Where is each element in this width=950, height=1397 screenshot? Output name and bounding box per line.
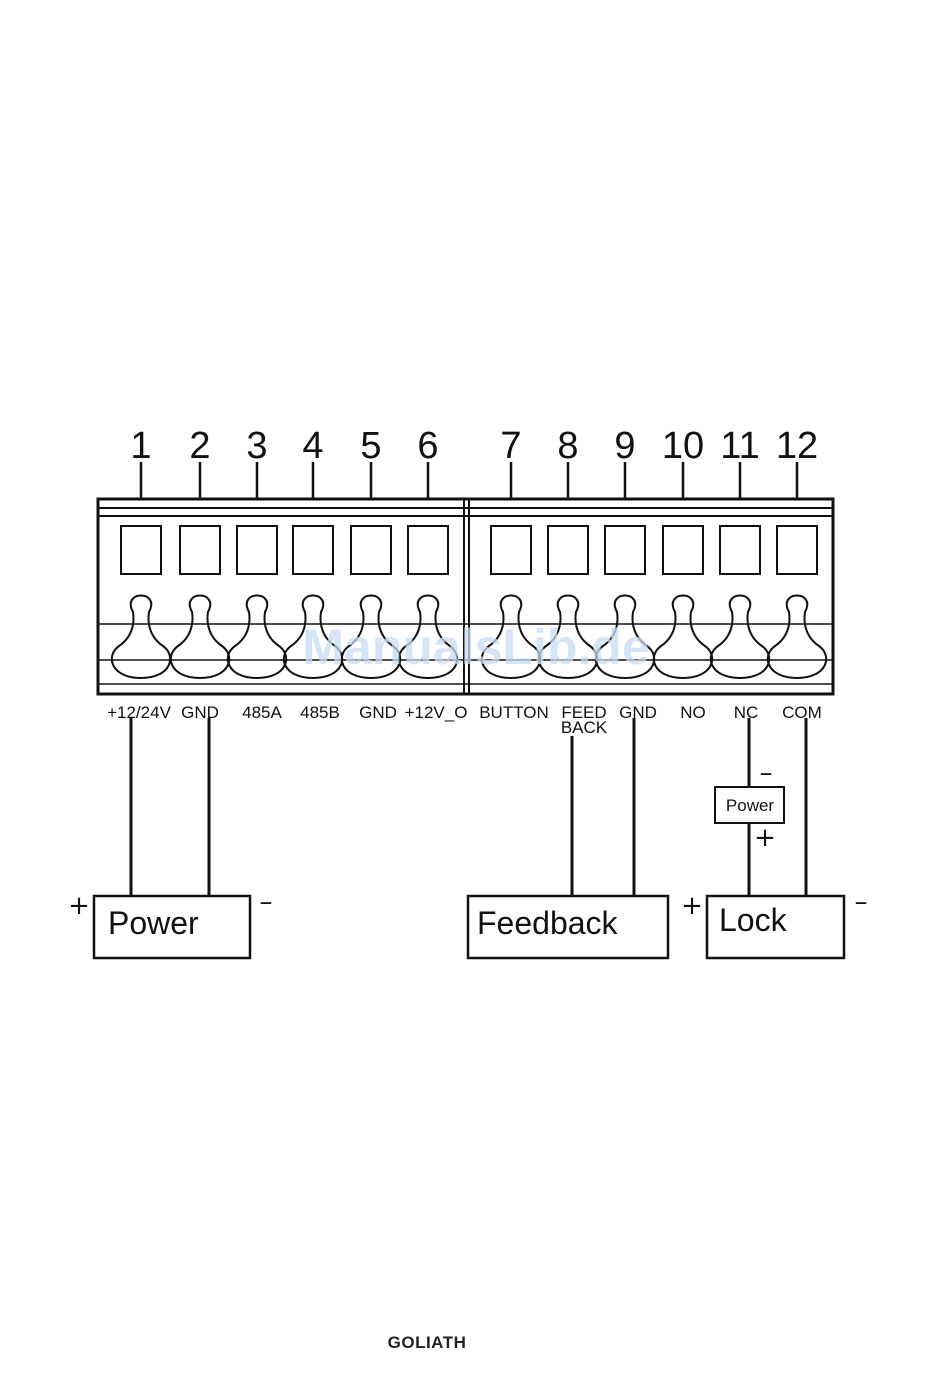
terminal-screw xyxy=(228,596,286,679)
terminal-screw xyxy=(171,596,229,679)
terminal-window xyxy=(237,526,277,574)
terminal-number: 4 xyxy=(302,425,323,467)
feedback-box-label: Feedback xyxy=(477,905,619,941)
power-device: Power + – xyxy=(68,718,272,958)
terminal-window xyxy=(408,526,448,574)
plus-sign: + xyxy=(681,891,703,921)
terminal-window xyxy=(605,526,645,574)
terminal-number: 3 xyxy=(246,425,267,467)
terminal-label: 485B xyxy=(300,703,340,722)
minus-sign: – xyxy=(260,887,273,917)
terminal-label: GND xyxy=(181,703,219,722)
terminal-screw xyxy=(112,596,170,679)
terminal-number: 12 xyxy=(776,425,818,467)
terminal-window xyxy=(777,526,817,574)
minus-sign: – xyxy=(855,887,868,917)
terminal-number: 6 xyxy=(417,425,438,467)
terminal-label: +12V_O xyxy=(405,703,468,722)
terminal-label: 485A xyxy=(242,703,282,722)
terminal-label-line2: BACK xyxy=(561,718,608,737)
terminal-number: 9 xyxy=(614,425,635,467)
lock-power-plus: + xyxy=(754,823,776,853)
terminal-label: NC xyxy=(734,703,759,722)
terminal-number: 2 xyxy=(189,425,210,467)
terminal-window xyxy=(720,526,760,574)
lock-box-label: Lock xyxy=(719,902,788,938)
plus-sign: + xyxy=(68,891,90,921)
terminal-number: 8 xyxy=(557,425,578,467)
terminal-label: GND xyxy=(359,703,397,722)
terminal-number: 5 xyxy=(360,425,381,467)
terminal-window xyxy=(121,526,161,574)
terminal-number: 10 xyxy=(662,425,704,467)
terminal-window xyxy=(491,526,531,574)
feedback-device: Feedback xyxy=(468,718,668,958)
terminal-window xyxy=(293,526,333,574)
terminal-label: +12/24V xyxy=(107,703,171,722)
terminal-screw xyxy=(654,596,712,679)
terminal-window xyxy=(548,526,588,574)
terminal-window xyxy=(180,526,220,574)
watermark: ManualsLib.de xyxy=(302,619,649,675)
lock-device: Power – + Lock + – xyxy=(681,718,867,958)
terminal-label: COM xyxy=(782,703,822,722)
terminal-number: 1 xyxy=(130,425,151,467)
terminal-label: GND xyxy=(619,703,657,722)
terminal-window xyxy=(351,526,391,574)
terminal-window xyxy=(663,526,703,574)
footer-brand: GOLIATH xyxy=(0,1333,854,1353)
terminal-screw xyxy=(768,596,826,679)
terminal-number: 11 xyxy=(720,425,759,467)
terminal-number: 7 xyxy=(500,425,521,467)
terminal-label: BUTTON xyxy=(479,703,549,722)
terminal-label: NO xyxy=(680,703,706,722)
terminal-screw xyxy=(711,596,769,679)
lock-power-label: Power xyxy=(726,796,775,815)
power-box-label: Power xyxy=(108,905,199,941)
lock-power-minus: – xyxy=(760,758,773,788)
